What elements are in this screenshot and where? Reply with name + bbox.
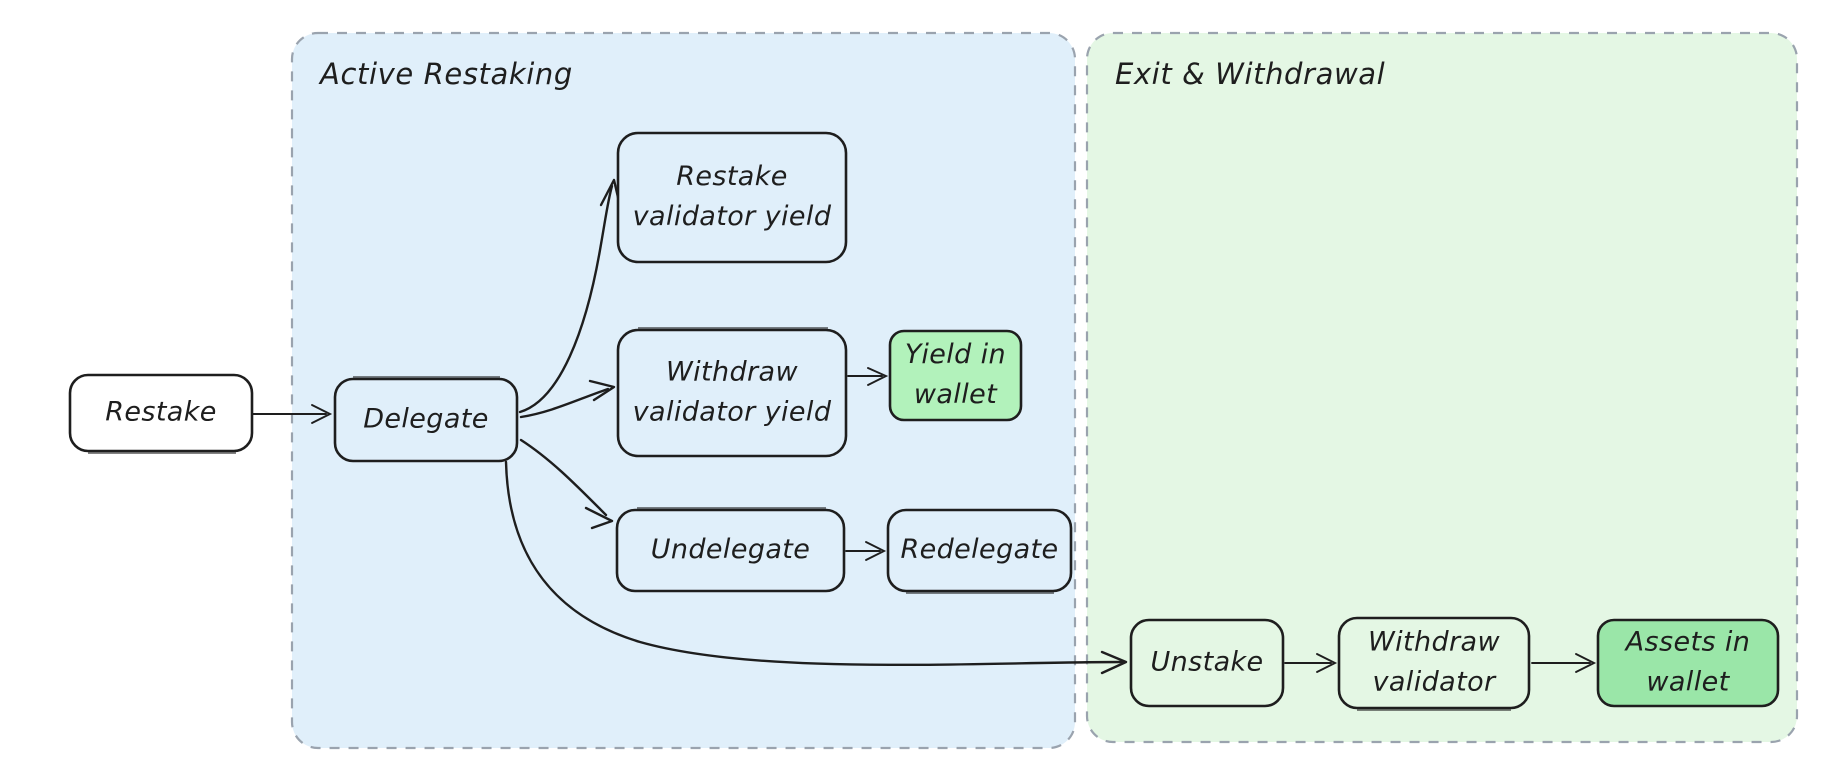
- node-withdraw-validator-label-line2: validator: [1372, 667, 1497, 698]
- node-withdraw-validator-yield[interactable]: Withdraw validator yield: [616, 327, 848, 458]
- node-withdraw-validator-label-line1: Withdraw: [1368, 627, 1500, 658]
- node-undelegate-rect[interactable]: [615, 508, 846, 593]
- node-restake-label: Restake: [105, 397, 217, 428]
- node-assets-in-wallet-rect[interactable]: [1596, 618, 1780, 708]
- node-yield-in-wallet-label-line2: wallet: [914, 379, 998, 410]
- group-exit-withdrawal-label: Exit & Withdrawal: [1115, 57, 1385, 91]
- node-withdraw-validator-yield-label-line2: validator yield: [633, 397, 832, 428]
- edge-delegate-to-undelegate: [519, 438, 614, 530]
- node-withdraw-validator-yield-label-line1: Withdraw: [666, 357, 798, 388]
- arrowhead-icon: [867, 367, 889, 386]
- node-delegate[interactable]: Delegate: [333, 376, 519, 463]
- node-delegate-label: Delegate: [363, 404, 489, 435]
- node-unstake-rect[interactable]: [1129, 618, 1285, 708]
- edge-undelegate-to-redelegate: [845, 541, 887, 561]
- node-withdraw-validator-rect[interactable]: [1337, 616, 1531, 710]
- node-unstake-label: Unstake: [1150, 647, 1263, 678]
- node-assets-in-wallet[interactable]: Assets in wallet: [1596, 618, 1780, 708]
- edge-delegate-to-withdraw-yield: [519, 379, 616, 419]
- node-yield-in-wallet-rect[interactable]: [888, 329, 1023, 422]
- node-assets-in-wallet-label-line2: wallet: [1646, 667, 1730, 698]
- node-restake-rect[interactable]: [68, 373, 254, 453]
- edge-restake-to-delegate: [252, 404, 333, 424]
- node-restake-validator-yield-label-line1: Restake: [676, 161, 788, 192]
- arrowhead-icon: [1575, 653, 1597, 673]
- arrowhead-icon: [865, 541, 887, 561]
- node-redelegate-rect[interactable]: [886, 508, 1073, 593]
- group-exit-withdrawal-rect: [1085, 31, 1799, 744]
- node-yield-in-wallet-label-line1: Yield in: [905, 339, 1006, 370]
- node-redelegate[interactable]: Redelegate: [886, 508, 1073, 594]
- node-restake-validator-yield-rect[interactable]: [616, 131, 848, 264]
- node-unstake[interactable]: Unstake: [1129, 618, 1285, 708]
- arrowhead-icon: [584, 506, 614, 530]
- node-yield-in-wallet[interactable]: Yield in wallet: [888, 329, 1023, 422]
- node-withdraw-validator[interactable]: Withdraw validator: [1337, 616, 1531, 711]
- edge-line: [519, 438, 608, 517]
- node-assets-in-wallet-label-line1: Assets in: [1624, 627, 1751, 658]
- group-active-restaking-label: Active Restaking: [318, 57, 573, 91]
- edge-line: [504, 460, 1124, 667]
- arrowhead-icon: [1100, 650, 1128, 675]
- edge-line: [518, 184, 614, 414]
- node-undelegate[interactable]: Undelegate: [615, 507, 846, 593]
- edge-withdraw-yield-to-wallet: [847, 367, 889, 386]
- group-exit-withdrawal: Exit & Withdrawal: [1085, 31, 1799, 744]
- edge-delegate-to-unstake: [504, 460, 1128, 675]
- arrowhead-icon: [1316, 653, 1338, 673]
- node-withdraw-validator-yield-rect[interactable]: [616, 328, 848, 458]
- arrowhead-icon: [311, 404, 333, 424]
- node-delegate-rect[interactable]: [333, 377, 519, 463]
- node-restake[interactable]: Restake: [68, 373, 254, 454]
- node-undelegate-label: Undelegate: [651, 534, 811, 565]
- edge-line: [519, 387, 610, 419]
- node-restake-validator-yield[interactable]: Restake validator yield: [616, 131, 848, 264]
- arrowhead-icon: [588, 379, 616, 402]
- node-redelegate-label: Redelegate: [900, 534, 1058, 565]
- edge-unstake-to-withdraw-validator: [1284, 653, 1338, 673]
- node-restake-validator-yield-label-line2: validator yield: [633, 201, 832, 232]
- edge-withdraw-validator-to-assets: [1531, 653, 1597, 673]
